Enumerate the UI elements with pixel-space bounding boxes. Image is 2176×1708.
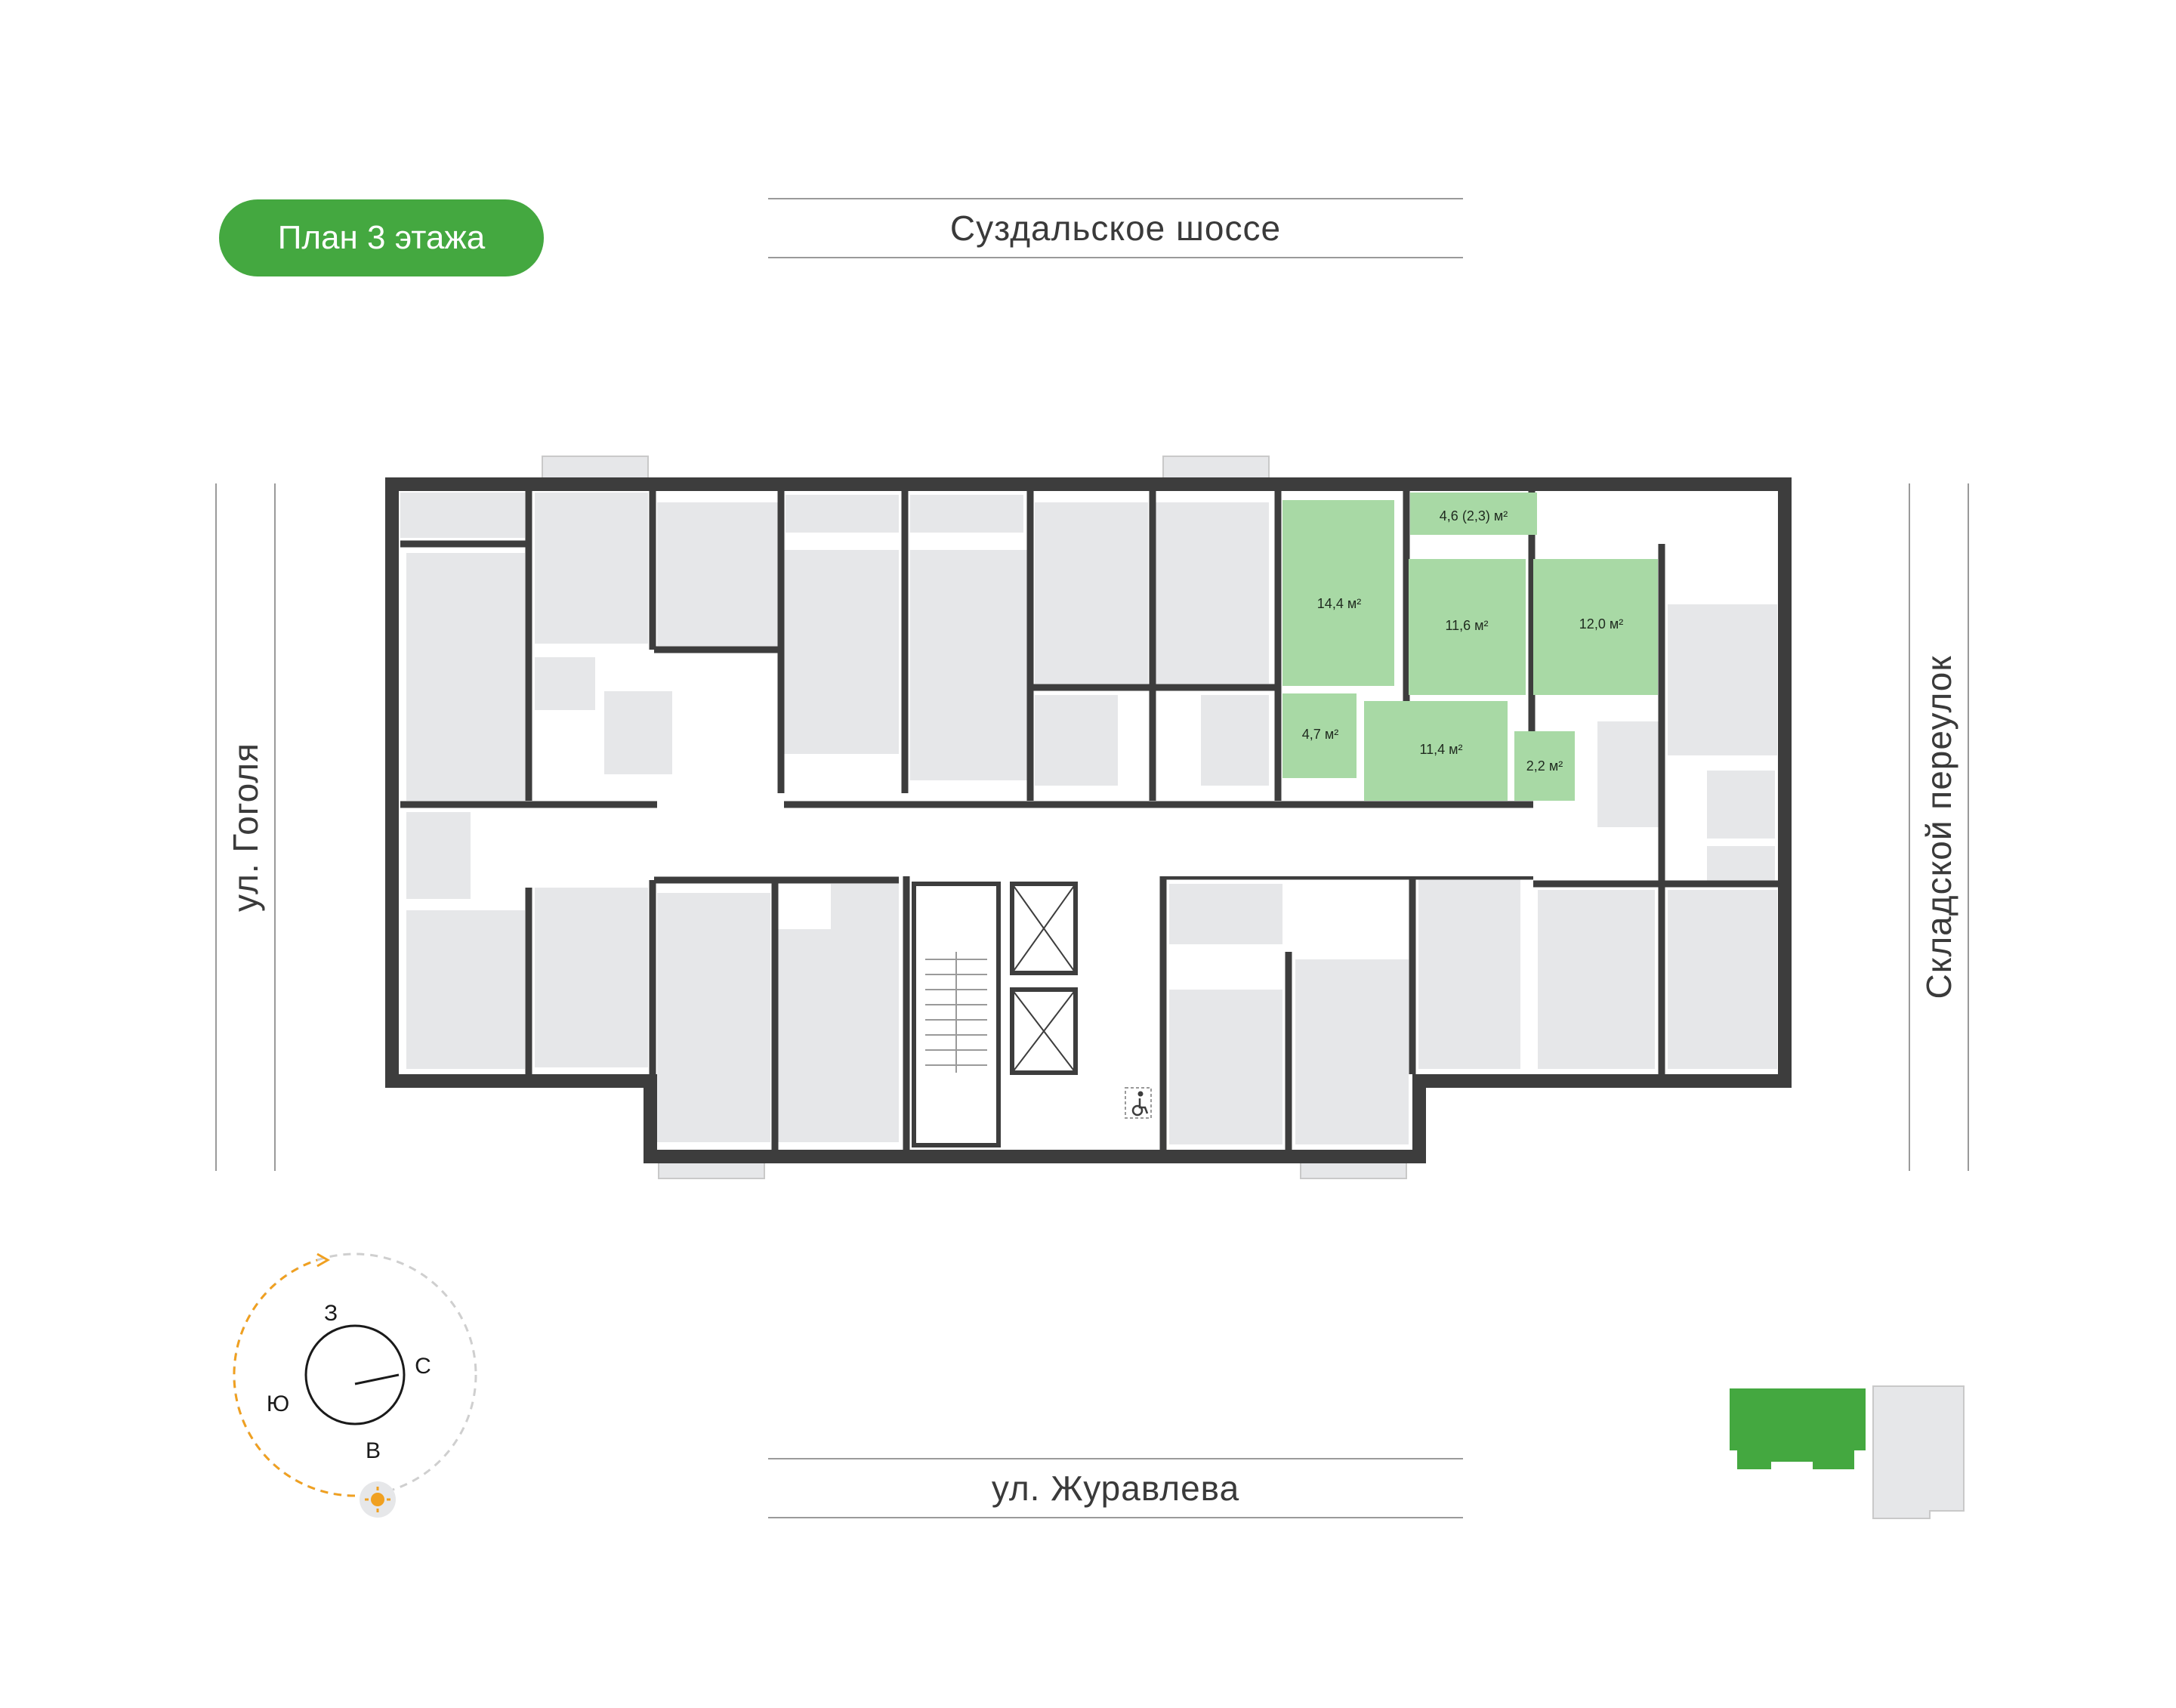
site-map bbox=[1730, 1385, 1965, 1519]
wheelchair-icon bbox=[1125, 1087, 1152, 1119]
room-2-label: 11,6 м² bbox=[1445, 618, 1488, 633]
street-left: ул. Гоголя bbox=[215, 483, 276, 1171]
stair-steps bbox=[925, 952, 987, 1073]
room-bath bbox=[1282, 693, 1357, 778]
floor-badge: План 3 этажа bbox=[219, 199, 544, 276]
compass-south: Ю bbox=[267, 1391, 289, 1416]
sun-path-arrow bbox=[316, 1252, 331, 1268]
room-hall-label: 11,4 м² bbox=[1419, 742, 1462, 757]
street-right: Складской переулок bbox=[1909, 483, 1969, 1171]
street-bottom: ул. Журавлева bbox=[768, 1458, 1463, 1518]
room-wc bbox=[1514, 731, 1575, 801]
compass-north: С bbox=[415, 1354, 431, 1379]
room-wc-label: 2,2 м² bbox=[1526, 758, 1563, 774]
room-2 bbox=[1409, 559, 1526, 695]
room-1-label: 14,4 м² bbox=[1317, 596, 1361, 611]
room-bath-label: 4,7 м² bbox=[1302, 727, 1338, 742]
room-3-label: 12,0 м² bbox=[1579, 616, 1623, 632]
room-balcony-label: 4,6 (2,3) м² bbox=[1440, 508, 1508, 524]
sun-path bbox=[233, 1259, 356, 1497]
street-top: Суздальское шоссе bbox=[768, 198, 1463, 258]
core bbox=[912, 882, 1078, 1147]
compass-east: В bbox=[366, 1438, 381, 1463]
rooms-grey bbox=[400, 493, 1777, 1144]
room-labels: 4,6 (2,3) м² 14,4 м² 11,6 м² 12,0 м² 4,7… bbox=[1302, 508, 1623, 774]
corridor bbox=[657, 808, 1533, 876]
highlighted-apartment bbox=[1282, 493, 1658, 801]
room-3 bbox=[1533, 559, 1658, 695]
room-balcony bbox=[1410, 493, 1537, 535]
compass-west: З bbox=[324, 1301, 338, 1326]
room-1 bbox=[1282, 500, 1394, 686]
room-hall bbox=[1364, 701, 1508, 801]
compass: З С Ю В bbox=[233, 1252, 477, 1518]
